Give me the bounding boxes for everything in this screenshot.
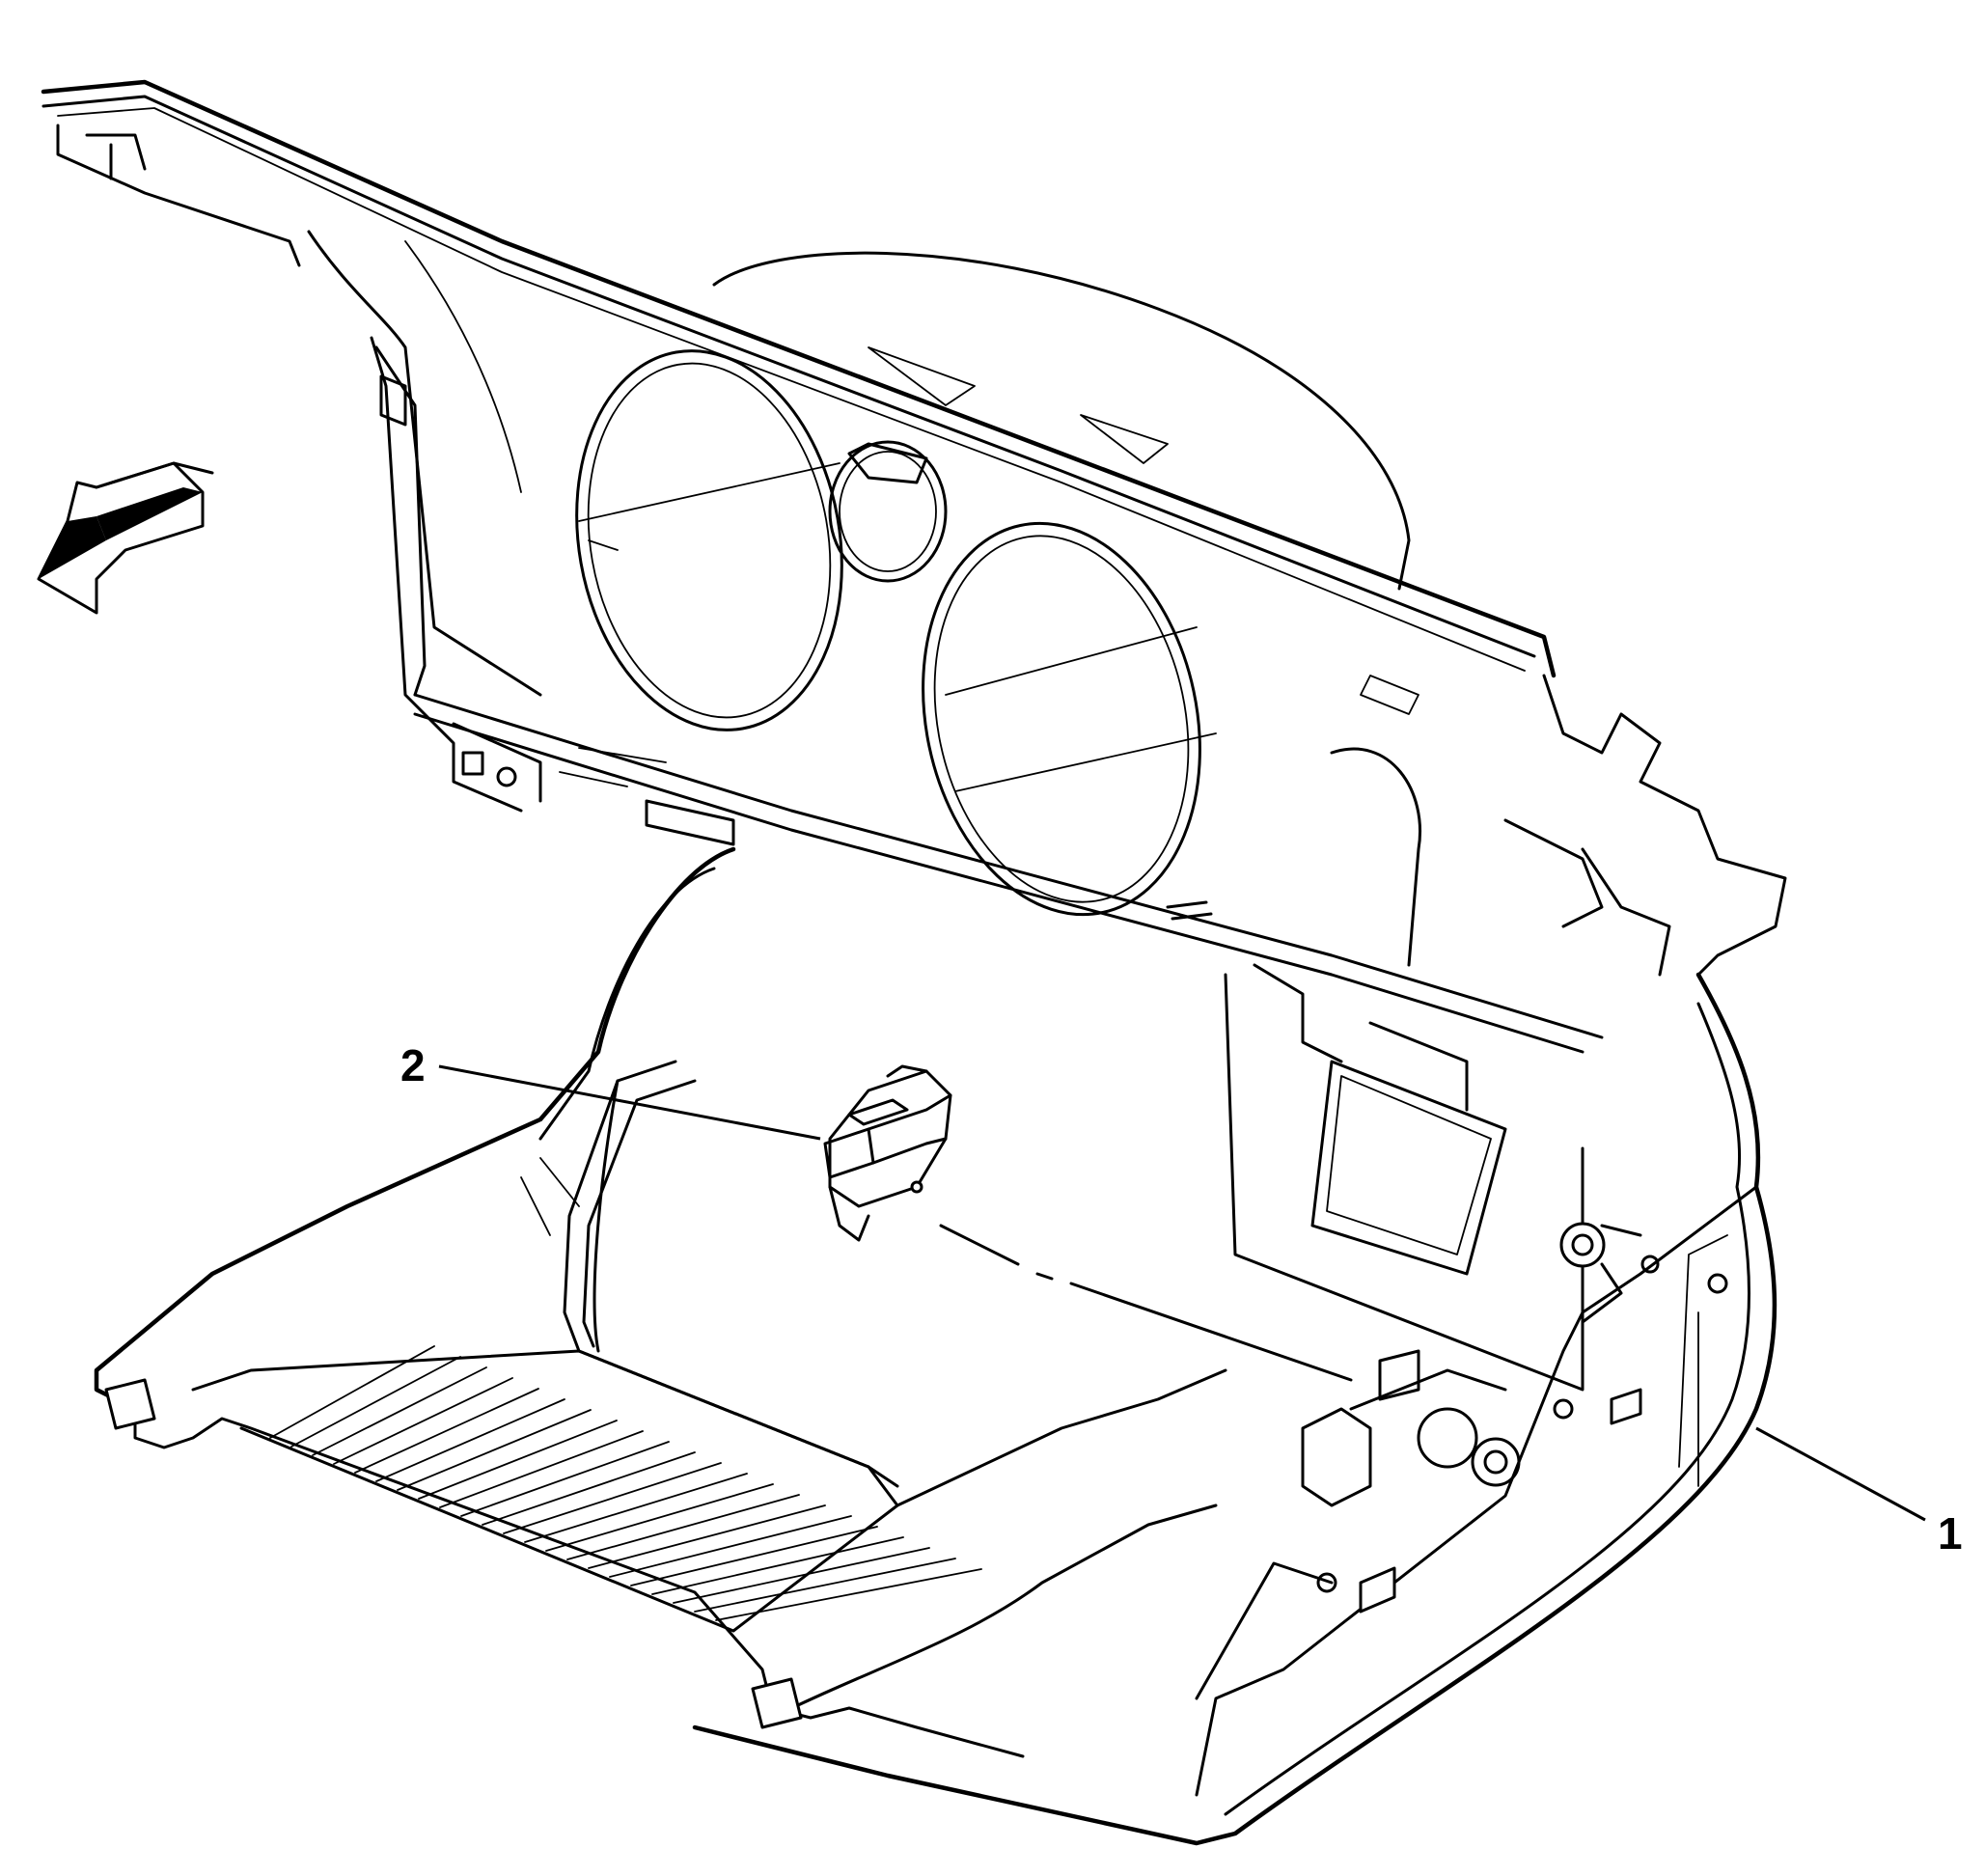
floor-ribs — [269, 1345, 982, 1621]
floor-rib — [673, 1547, 930, 1604]
floor-rib — [566, 1494, 800, 1560]
floor-rib — [588, 1504, 826, 1569]
lower-trim-panel — [692, 972, 1777, 1846]
cross-member — [413, 693, 1604, 1054]
callout-label-1: 1 — [1938, 1508, 1963, 1559]
floor-rib — [290, 1356, 461, 1448]
lower-right-connectors — [1301, 1349, 1521, 1507]
right-box-area — [1224, 963, 1660, 1392]
leader-line-2 — [438, 1064, 821, 1141]
callout-label-2: 2 — [400, 1040, 426, 1090]
floor-rib — [609, 1515, 852, 1578]
floor-rib — [694, 1558, 956, 1613]
callout-1-group: 1 — [1755, 1426, 1963, 1559]
upper-dash-edge — [41, 79, 1557, 678]
installation-path — [939, 1224, 1353, 1382]
floor-rib — [503, 1462, 722, 1534]
floor-rib — [269, 1345, 435, 1439]
switch-module — [823, 1064, 952, 1242]
floor-rib — [482, 1451, 696, 1526]
floor-rib — [439, 1430, 644, 1508]
floor-ribbed-panel — [95, 1345, 1227, 1758]
floor-rib — [630, 1526, 878, 1586]
right-upper-structure — [1330, 674, 1787, 977]
floor-rib — [545, 1483, 774, 1552]
floor-rib — [418, 1420, 618, 1500]
floor-rib — [715, 1568, 982, 1621]
floor-rib — [312, 1366, 487, 1456]
floor-rib — [354, 1388, 539, 1474]
floor-rib — [397, 1409, 592, 1491]
floor-rib — [460, 1441, 670, 1517]
floor-rib — [375, 1398, 565, 1482]
floor-rib — [524, 1473, 748, 1543]
center-round-opening — [828, 440, 948, 583]
floor-rib — [333, 1377, 513, 1465]
floor-rib — [651, 1536, 904, 1595]
left-gauge-opening — [575, 349, 843, 731]
leader-line-1 — [1755, 1426, 1926, 1522]
arrow-front-of-vehicle-icon — [37, 461, 214, 615]
left-column-and-floor — [94, 846, 899, 1488]
gauge-shroud — [404, 240, 1411, 591]
right-gauge-opening — [922, 521, 1217, 917]
callout-2-group: 2 — [400, 1040, 821, 1141]
